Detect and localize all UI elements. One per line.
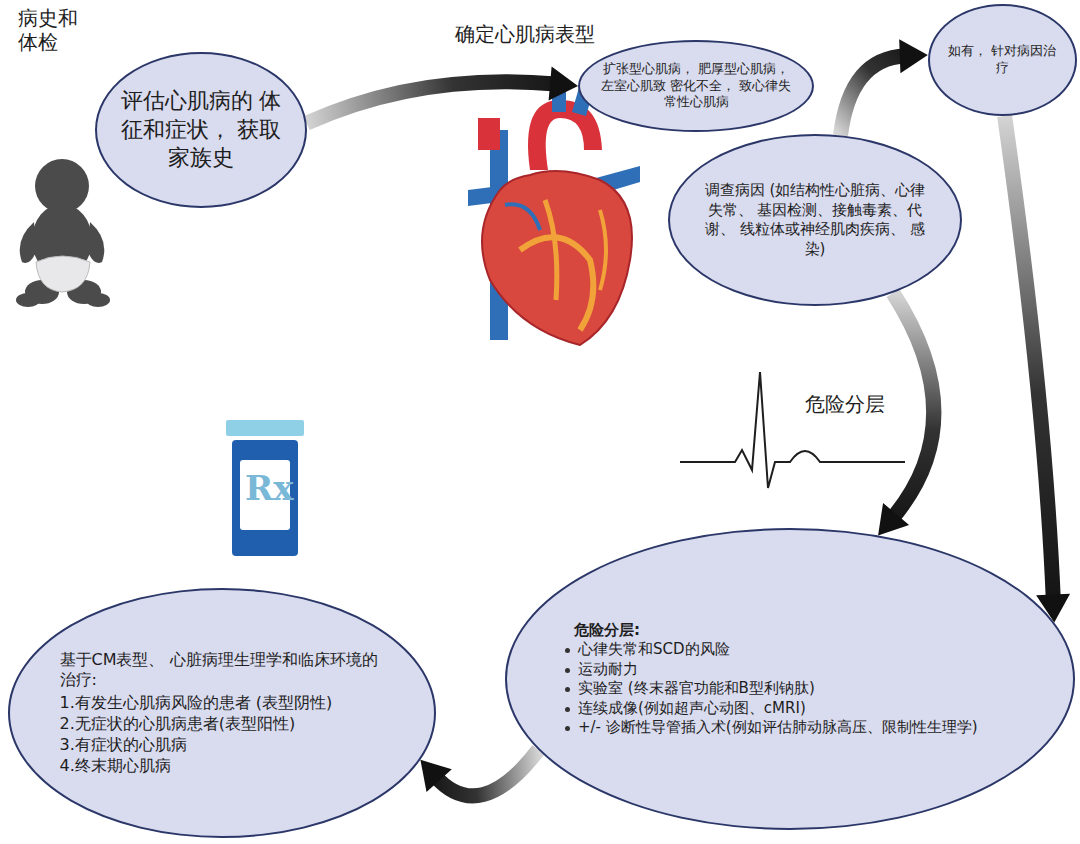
baby-figure	[16, 159, 110, 307]
node-text: 调查病因 (如结构性心脏病、心律失常、 基因检测、接触毒素、代谢、 线粒体或神经…	[698, 181, 933, 259]
list-item: 心律失常和SCD的风险	[562, 640, 1018, 660]
arrow-head	[420, 760, 451, 792]
list-item: +/- 诊断性导管插入术(例如评估肺动脉高压、限制性生理学)	[562, 718, 1018, 738]
node-content: 如有， 针对病因治疗	[947, 43, 1057, 77]
etiology-ellipse: 调查病因 (如结构性心脏病、心律失常、 基因检测、接触毒素、代谢、 线粒体或神经…	[668, 134, 962, 306]
list-heading: 危险分层:	[562, 621, 1018, 641]
history-ellipse: 评估心肌病的 体征和症状， 获取家族史	[95, 52, 307, 208]
ecg-trace	[680, 372, 905, 488]
heart-illustration	[468, 80, 640, 345]
therapy-ellipse: 基于CM表型、 心脏病理生理学和临床环境的治疗:1.有发生心肌病风险的患者 (表…	[8, 588, 436, 838]
flow-arrow	[1005, 116, 1070, 622]
bullet-dot	[565, 707, 570, 712]
diaper	[36, 256, 90, 292]
arrow-shaft	[892, 293, 934, 519]
list-item: 连续成像(例如超声心动图、cMRI)	[562, 699, 1018, 719]
arrow-shaft	[841, 56, 906, 135]
list-item: 3.有症状的心肌病	[60, 735, 385, 756]
flow-arrow	[878, 293, 934, 535]
list-item: 1.有发生心肌病风险的患者 (表型阴性)	[60, 693, 385, 714]
section-label: 病史和 体检	[18, 6, 86, 54]
list-heading: 基于CM表型、 心脏病理生理学和临床环境的治疗:	[60, 650, 385, 692]
arrow-head	[899, 39, 928, 73]
node-content: 扩张型心肌病， 肥厚型心肌病，左室心肌致 密化不全， 致心律失常性心肌病	[597, 61, 795, 112]
arrow-head	[878, 503, 909, 535]
section-label: 危险分层	[805, 392, 885, 416]
node-text: 如有， 针对病因治疗	[947, 43, 1057, 77]
arrow-shaft	[307, 82, 556, 123]
node-content: 调查病因 (如结构性心脏病、心律失常、 基因检测、接触毒素、代谢、 线粒体或神经…	[698, 181, 933, 259]
node-content: 评估心肌病的 体征和症状， 获取家族史	[119, 87, 284, 173]
phenotype-ellipse: 扩张型心肌病， 肥厚型心肌病，左室心肌致 密化不全， 致心律失常性心肌病	[578, 40, 814, 132]
node-content: 基于CM表型、 心脏病理生理学和临床环境的治疗:1.有发生心肌病风险的患者 (表…	[60, 650, 385, 777]
bullet-dot	[565, 668, 570, 673]
node-text: 评估心肌病的 体征和症状， 获取家族史	[119, 87, 284, 173]
node-content: 危险分层:心律失常和SCD的风险运动耐力实验室 (终末器官功能和B型利钠肽)连续…	[562, 621, 1018, 738]
rx-bottle	[226, 420, 304, 556]
bullet-dot	[565, 726, 570, 731]
flow-arrow	[420, 750, 538, 796]
flow-arrow	[841, 39, 928, 135]
bullet-dot	[565, 687, 570, 692]
list-item: 运动耐力	[562, 660, 1018, 680]
treatment-ellipse: 如有， 针对病因治疗	[928, 4, 1077, 116]
node-text: 扩张型心肌病， 肥厚型心肌病，左室心肌致 密化不全， 致心律失常性心肌病	[597, 61, 795, 112]
list-item: 2.无症状的心肌病患者(表型阳性)	[60, 714, 385, 735]
arrow-shaft	[435, 750, 538, 796]
section-label: 确定心肌病表型	[455, 22, 595, 46]
list-item: 实验室 (终末器官功能和B型利钠肽)	[562, 679, 1018, 699]
arrow-head	[549, 67, 578, 101]
flow-arrow	[307, 67, 578, 124]
list-item: 4.终末期心肌病	[60, 756, 385, 777]
bullet-dot	[565, 648, 570, 653]
arrow-shaft	[1005, 116, 1054, 600]
rx-symbol: Rx	[245, 468, 294, 509]
risk-ellipse: 危险分层:心律失常和SCD的风险运动耐力实验室 (终末器官功能和B型利钠肽)连续…	[505, 528, 1075, 830]
